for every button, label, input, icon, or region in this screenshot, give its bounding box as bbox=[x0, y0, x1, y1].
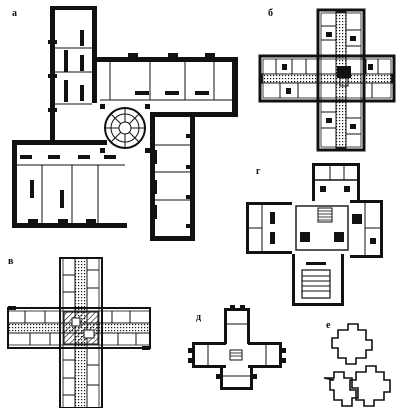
plan-g: г bbox=[246, 163, 383, 306]
plan-d-cross bbox=[188, 305, 286, 390]
plan-b: б bbox=[258, 8, 396, 152]
plan-a-label: а bbox=[12, 8, 17, 19]
plan-a-west-wing bbox=[12, 140, 127, 228]
plan-g-label: г bbox=[256, 166, 261, 177]
plan-e: е bbox=[323, 320, 391, 407]
plan-a-circular-stair bbox=[100, 104, 150, 153]
plan-g-walls bbox=[246, 163, 383, 306]
plan-a-south-wing bbox=[150, 112, 195, 241]
plan-d-label: д bbox=[196, 312, 201, 323]
plan-a-north-wing bbox=[48, 6, 97, 140]
plan-b-label: б bbox=[268, 8, 273, 19]
plan-v-label: в bbox=[8, 256, 14, 267]
plan-e-label: е bbox=[326, 320, 331, 331]
plan-e-outlines bbox=[323, 323, 391, 407]
plan-b-cross bbox=[258, 8, 396, 152]
plan-v-cross bbox=[7, 257, 151, 408]
plan-a: а bbox=[12, 6, 238, 241]
plan-a-east-wing bbox=[97, 53, 238, 117]
plan-d: д bbox=[188, 305, 286, 390]
plan-v: в bbox=[7, 256, 151, 408]
